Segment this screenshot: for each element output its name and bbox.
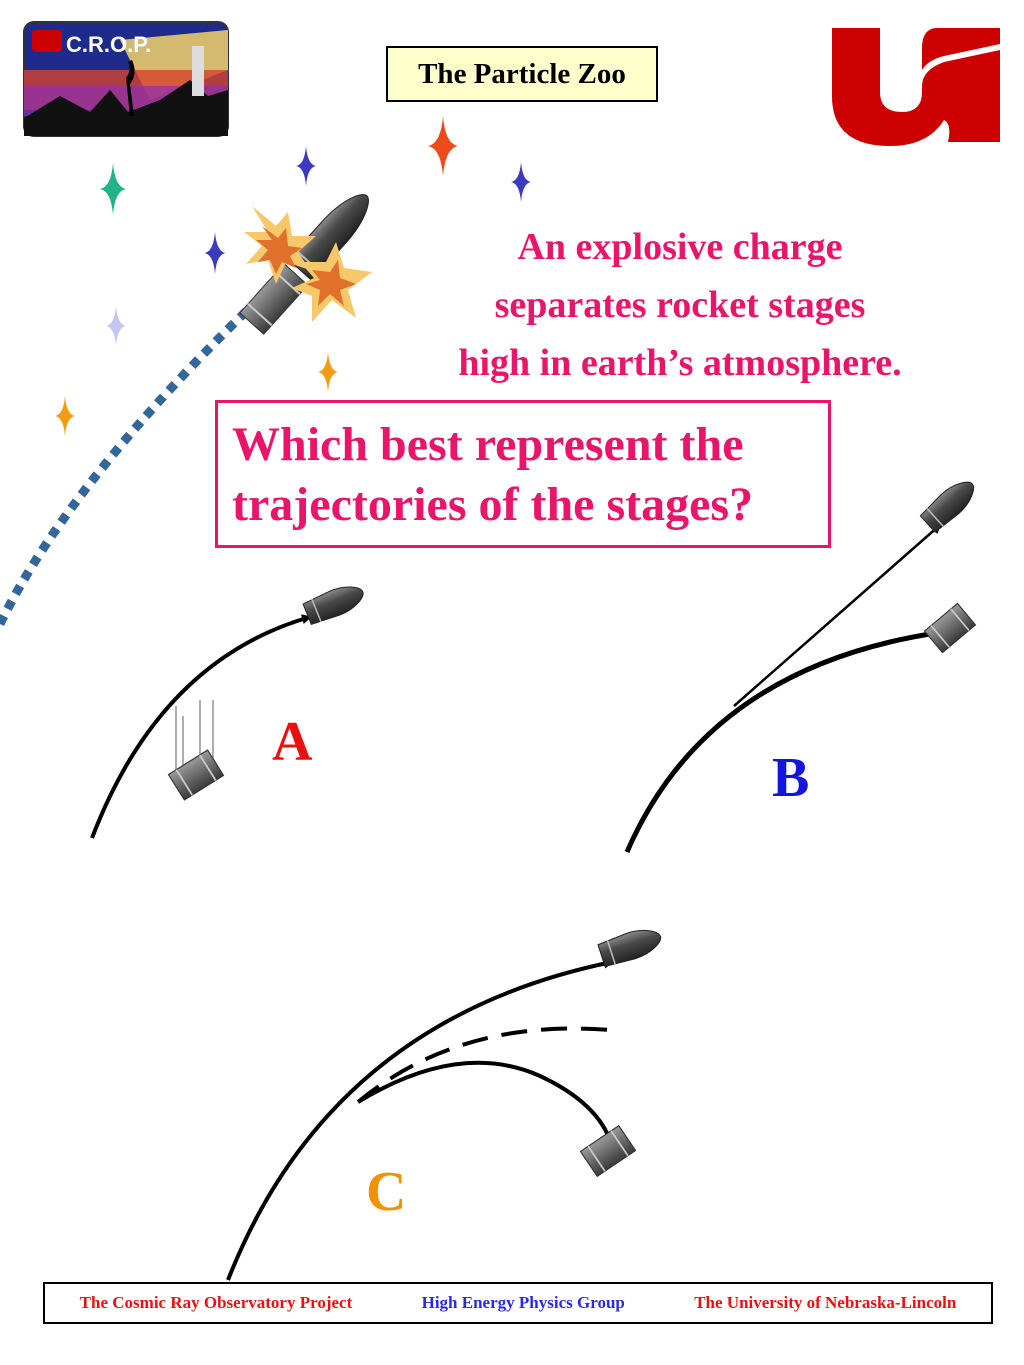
rocket-stage-c: [579, 1124, 637, 1178]
headline-line-3: high in earth’s atmosphere.: [458, 342, 902, 384]
question-line-1: Which best represent the: [232, 418, 744, 471]
dashed-trajectory-c: [356, 1026, 611, 1104]
option-a-label: A: [272, 711, 313, 773]
crop-logo: C.R.O.P.: [23, 21, 229, 137]
star-icon: [511, 162, 531, 202]
footer-project: The Cosmic Ray Observatory Project: [79, 1293, 353, 1312]
rocket-stage-b: [923, 602, 977, 654]
option-c-label: C: [366, 1161, 407, 1223]
star-icon: [55, 396, 75, 436]
page-title: The Particle Zoo: [418, 57, 626, 90]
question-box: Which best represent the trajectories of…: [215, 400, 831, 548]
rocket-nose-c: [596, 922, 666, 970]
stage-trajectory-c: [356, 1060, 614, 1147]
crop-logo-text: C.R.O.P.: [66, 32, 151, 57]
headline: An explosive charge separates rocket sta…: [400, 218, 960, 392]
nose-trajectory-b: [733, 523, 942, 707]
explosion-icon: [244, 206, 372, 322]
diagram-c: [226, 922, 666, 1281]
star-icon: [204, 232, 226, 274]
star-icon: [428, 116, 458, 176]
star-icon: [100, 163, 126, 215]
university-logo: [832, 28, 1000, 146]
star-icon: [296, 146, 316, 186]
nose-trajectory-a: [90, 614, 312, 839]
rocket-nose-b: [918, 473, 982, 535]
footer-university: The University of Nebraska-Lincoln: [694, 1293, 957, 1312]
star-icon: [318, 352, 338, 392]
question-line-2: trajectories of the stages?: [232, 478, 754, 531]
diagram-b: [624, 473, 982, 853]
diagram-a: [90, 578, 369, 839]
rocket-nose-a: [301, 578, 369, 628]
stage-trajectory-b: [624, 627, 959, 853]
footer-group: High Energy Physics Group: [421, 1293, 625, 1312]
star-icon: [106, 306, 126, 346]
headline-line-2: separates rocket stages: [494, 284, 866, 326]
footer: The Cosmic Ray Observatory Project High …: [43, 1282, 993, 1324]
title-box: The Particle Zoo: [386, 46, 658, 102]
rocket-stage-a: [167, 749, 225, 801]
headline-line-1: An explosive charge: [517, 226, 843, 268]
nose-trajectory-c: [226, 958, 614, 1281]
option-b-label: B: [772, 747, 810, 809]
